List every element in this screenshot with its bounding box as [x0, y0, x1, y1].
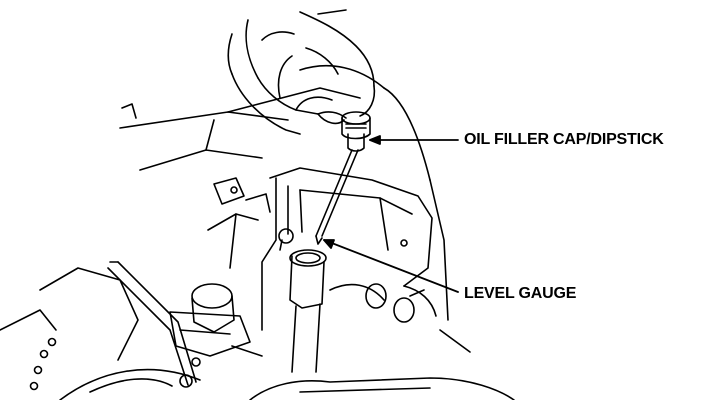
level-gauge-label: LEVEL GAUGE	[464, 285, 577, 302]
callout-leaders	[323, 135, 459, 293]
dipstick-icon	[315, 111, 371, 245]
oil-filler-cap-label: OIL FILLER CAP/DIPSTICK	[464, 131, 664, 148]
hand-icon	[227, 9, 376, 135]
engine-housing	[0, 64, 515, 400]
